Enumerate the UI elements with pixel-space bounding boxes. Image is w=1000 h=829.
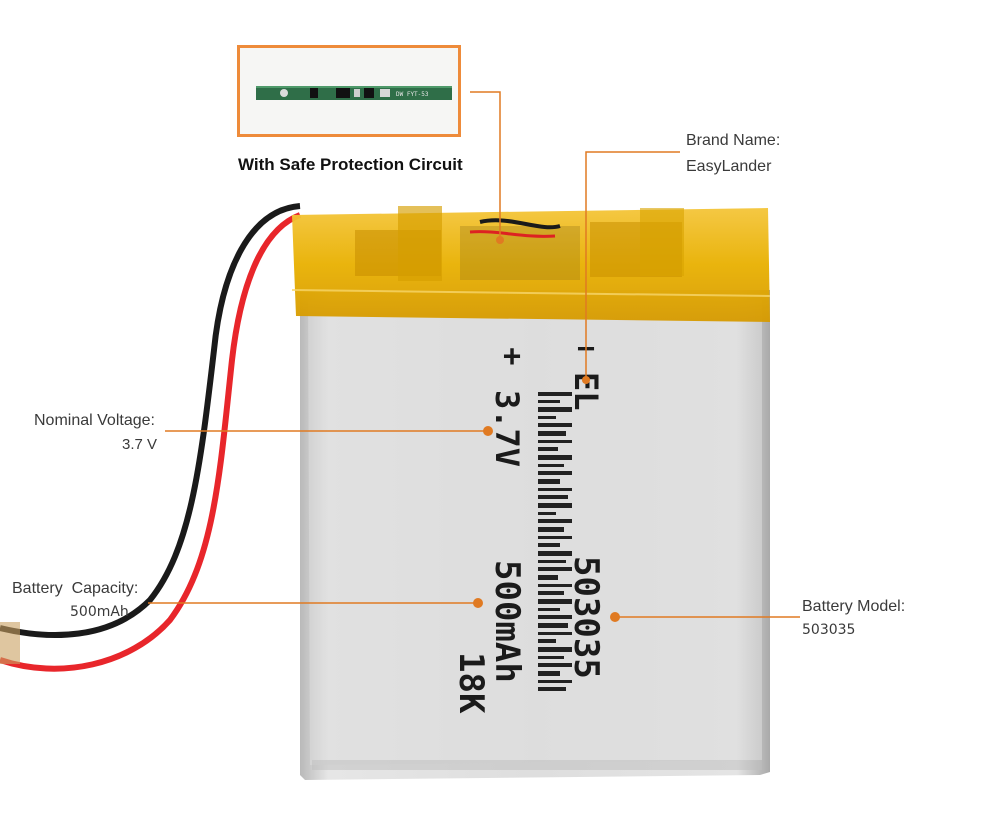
capacity-dot [473, 598, 483, 608]
inset-dot [496, 236, 504, 244]
battery-cell [300, 290, 770, 780]
model-value: 503035 [802, 622, 856, 638]
red-wire [0, 212, 302, 672]
voltage-label: Nominal Voltage: [34, 412, 155, 429]
battery-print-extra: 18K [451, 652, 491, 714]
capacity-label: Battery Capacity: [12, 580, 139, 597]
voltage-value: 3.7 V [122, 436, 158, 453]
lead-wires [0, 203, 302, 672]
battery-print-capacity: 500mAh [487, 560, 527, 683]
wire-tip [0, 622, 20, 664]
protection-tape [291, 206, 771, 322]
inset-leader-line [470, 91, 501, 240]
battery-print: − + EL 3.7V 503035 500mAh 18K [451, 331, 606, 714]
model-label: Battery Model: [802, 598, 906, 615]
brand-leader-line [585, 151, 680, 380]
capacity-value: 500mAh [70, 604, 129, 620]
inset-caption: With Safe Protection Circuit [238, 155, 463, 174]
battery-print-plus: + [503, 339, 521, 374]
brand-value: EasyLander [686, 158, 772, 175]
brand-label: Brand Name: [686, 132, 781, 149]
pcb-label: DW FYT-53 [396, 91, 429, 98]
black-wire [0, 203, 301, 638]
brand-dot [582, 376, 590, 384]
barcode [538, 392, 572, 691]
model-dot [610, 612, 620, 622]
battery-print-model: 503035 [566, 556, 606, 679]
callout-lines [148, 91, 800, 618]
protection-circuit-inset: DW FYT-53 [237, 45, 461, 137]
pcb-board: DW FYT-53 [256, 86, 452, 100]
voltage-dot [483, 426, 493, 436]
callout-dots [473, 236, 620, 622]
battery-print-voltage: 3.7V [488, 390, 526, 467]
